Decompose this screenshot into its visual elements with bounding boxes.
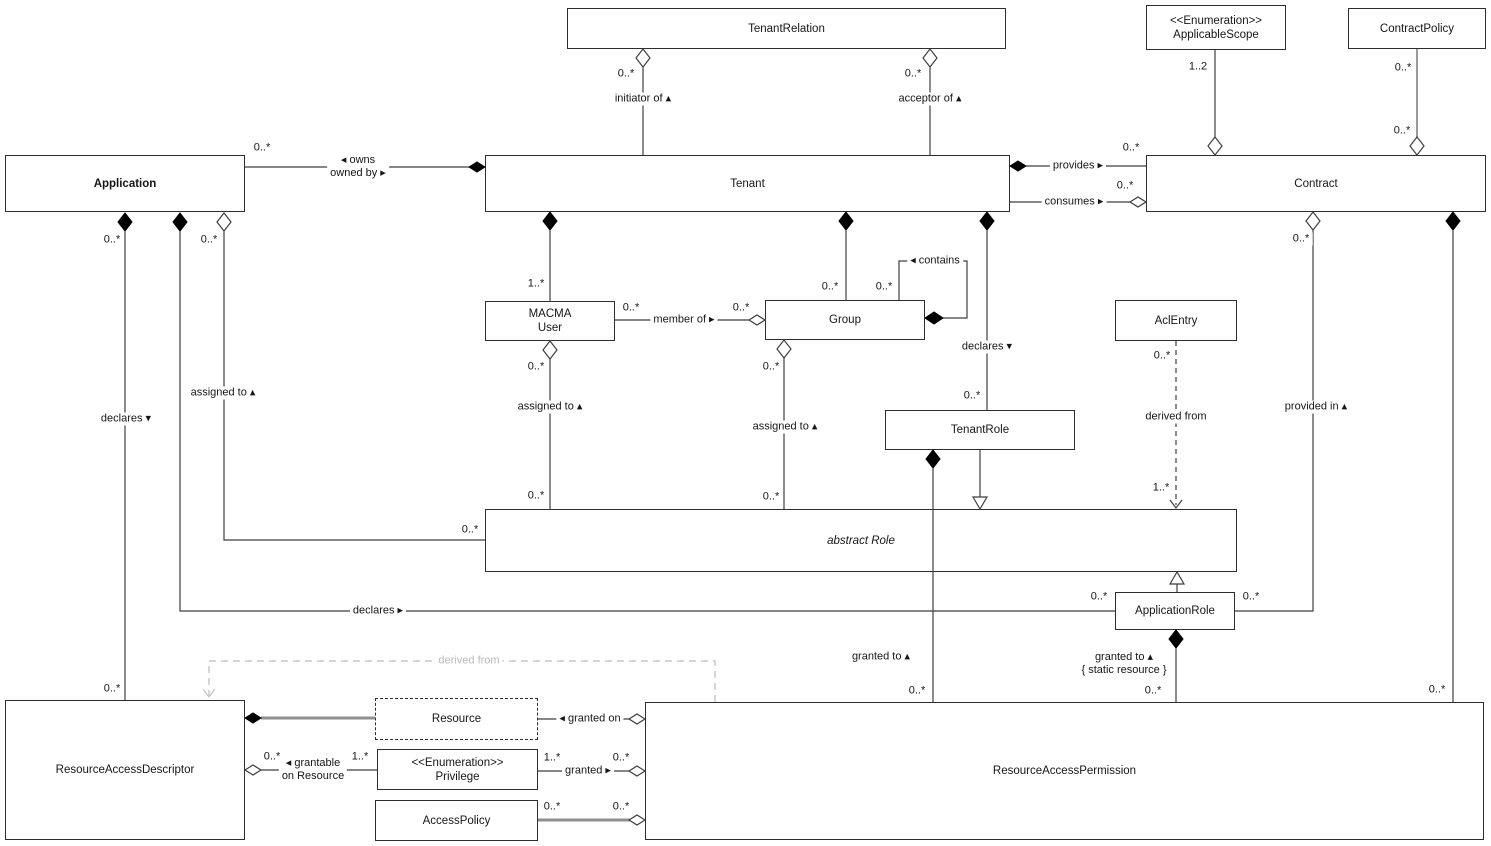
- edge-tenantrole-grantedto-permission: [925, 449, 941, 702]
- multiplicity: 0..*: [1150, 349, 1174, 363]
- multiplicity: 0..*: [1390, 124, 1414, 138]
- multiplicity: 0..*: [1391, 61, 1415, 75]
- multiplicity: 0..*: [609, 751, 633, 765]
- multiplicity: 0..*: [729, 301, 753, 315]
- label-consumes: consumes ▸: [1041, 195, 1107, 209]
- label-derived-from-permission: derived from: [435, 654, 503, 668]
- multiplicity: 0..*: [619, 301, 643, 315]
- label-owns-owned-by: ◂ owns owned by ▸: [327, 154, 389, 180]
- multiplicity: 0..*: [1087, 590, 1111, 604]
- multiplicity: 0..*: [1239, 590, 1263, 604]
- label-assigned-to-application: assigned to ▴: [187, 386, 259, 400]
- class-resource-access-permission[interactable]: ResourceAccessPermission: [645, 702, 1484, 840]
- edge-accesspolicy-permission: [538, 814, 647, 826]
- label-acceptor-of: acceptor of ▴: [895, 92, 965, 106]
- multiplicity: 0..*: [759, 490, 783, 504]
- class-acl-entry[interactable]: AclEntry: [1115, 300, 1237, 341]
- label-assigned-to-user: assigned to ▴: [514, 400, 586, 414]
- multiplicity: 0..*: [901, 67, 925, 81]
- class-tenant[interactable]: Tenant: [485, 155, 1010, 212]
- class-privilege[interactable]: <<Enumeration>> Privilege: [377, 749, 538, 790]
- edge-tenant-declares-tenantrole: [979, 211, 995, 410]
- multiplicity: 1..*: [348, 750, 372, 764]
- label-provided-in: provided in ▴: [1281, 400, 1351, 414]
- class-contract-policy[interactable]: ContractPolicy: [1348, 8, 1486, 49]
- edge-application-declares-descriptor: [117, 212, 133, 700]
- multiplicity: 0..*: [250, 141, 274, 155]
- multiplicity: 0..*: [759, 360, 783, 374]
- label-provides: provides ▸: [1049, 159, 1107, 173]
- multiplicity: 0..*: [100, 682, 124, 696]
- label-declares-tenantrole: declares ▾: [958, 340, 1016, 354]
- class-access-policy[interactable]: AccessPolicy: [375, 800, 538, 841]
- multiplicity: 0..*: [100, 233, 124, 247]
- class-resource[interactable]: Resource: [375, 698, 538, 740]
- label-assigned-to-group: assigned to ▴: [749, 420, 821, 434]
- multiplicity: 0..*: [905, 684, 929, 698]
- multiplicity: 0..*: [960, 389, 984, 403]
- multiplicity: 0..*: [1141, 684, 1165, 698]
- multiplicity: 0..*: [1119, 141, 1143, 155]
- multiplicity: 0..*: [609, 800, 633, 814]
- multiplicity: 1..*: [524, 277, 548, 291]
- multiplicity: 1..*: [540, 751, 564, 765]
- label-granted-to-static-resource: granted to ▴ { static resource }: [1078, 651, 1170, 677]
- class-contract[interactable]: Contract: [1146, 155, 1486, 212]
- class-resource-access-descriptor[interactable]: ResourceAccessDescriptor: [5, 700, 245, 840]
- multiplicity: 1..*: [1149, 481, 1173, 495]
- class-tenant-role[interactable]: TenantRole: [885, 410, 1075, 450]
- label-initiator-of: initiator of ▴: [611, 92, 675, 106]
- class-macma-user[interactable]: MACMA User: [485, 301, 615, 341]
- class-abstract-role[interactable]: abstract Role: [485, 509, 1237, 572]
- label-granted-on: ◂ granted on: [556, 712, 624, 726]
- multiplicity: 0..*: [524, 360, 548, 374]
- multiplicity: 0..*: [458, 523, 482, 537]
- edge-descriptor-resource: [244, 712, 375, 724]
- class-application[interactable]: Application: [5, 155, 245, 212]
- class-group[interactable]: Group: [765, 300, 925, 340]
- multiplicity: 0..*: [872, 280, 896, 294]
- label-derived-from-acl: derived from: [1142, 410, 1210, 424]
- edge-applicationrole-grantedto-permission: [1168, 629, 1184, 702]
- label-member-of: member of ▸: [650, 313, 718, 327]
- multiplicity: 0..*: [818, 280, 842, 294]
- label-declares-applicationrole: declares ▸: [349, 604, 407, 618]
- multiplicity: 1..2: [1185, 60, 1211, 74]
- label-granted: granted ▸: [562, 764, 614, 778]
- multiplicity: 0..*: [260, 750, 284, 764]
- multiplicity: 0..*: [1425, 683, 1449, 697]
- label-contains: ◂ contains: [907, 254, 963, 268]
- multiplicity: 0..*: [524, 489, 548, 503]
- edge-applicationrole-generalization-role: [1168, 570, 1186, 592]
- label-grantable-on-resource: ◂ grantable on Resource: [278, 757, 348, 783]
- multiplicity: 0..*: [197, 233, 221, 247]
- edge-tenantrole-generalization-role: [971, 450, 989, 511]
- multiplicity: 0..*: [1289, 232, 1313, 246]
- multiplicity: 0..*: [1113, 179, 1137, 193]
- multiplicity: 0..*: [540, 800, 564, 814]
- class-tenant-relation[interactable]: TenantRelation: [567, 8, 1006, 49]
- edge-contract-permission: [1445, 211, 1461, 702]
- label-declares-descriptor: declares ▾: [97, 412, 155, 426]
- class-application-role[interactable]: ApplicationRole: [1115, 592, 1235, 630]
- multiplicity: 0..*: [614, 67, 638, 81]
- class-applicable-scope[interactable]: <<Enumeration>> ApplicableScope: [1146, 5, 1286, 50]
- edge-application-assignedto-role: [216, 212, 485, 541]
- label-granted-to-tenantrole: granted to ▴: [848, 650, 914, 664]
